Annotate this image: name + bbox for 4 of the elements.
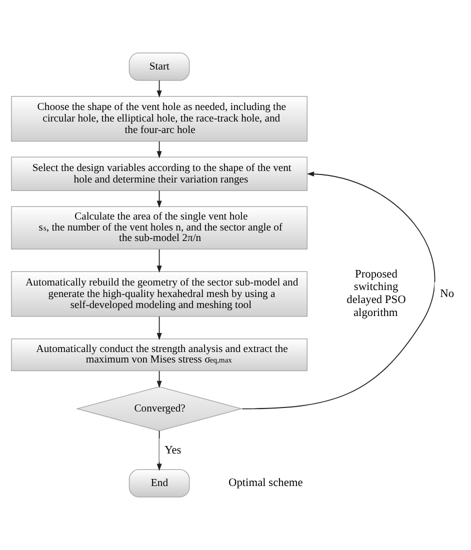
label: Optimal scheme bbox=[228, 476, 303, 489]
edge-label: No bbox=[440, 288, 454, 300]
edge-label: Yes bbox=[164, 444, 182, 456]
label: Proposed switching delayed PSO algorithm bbox=[346, 268, 406, 320]
